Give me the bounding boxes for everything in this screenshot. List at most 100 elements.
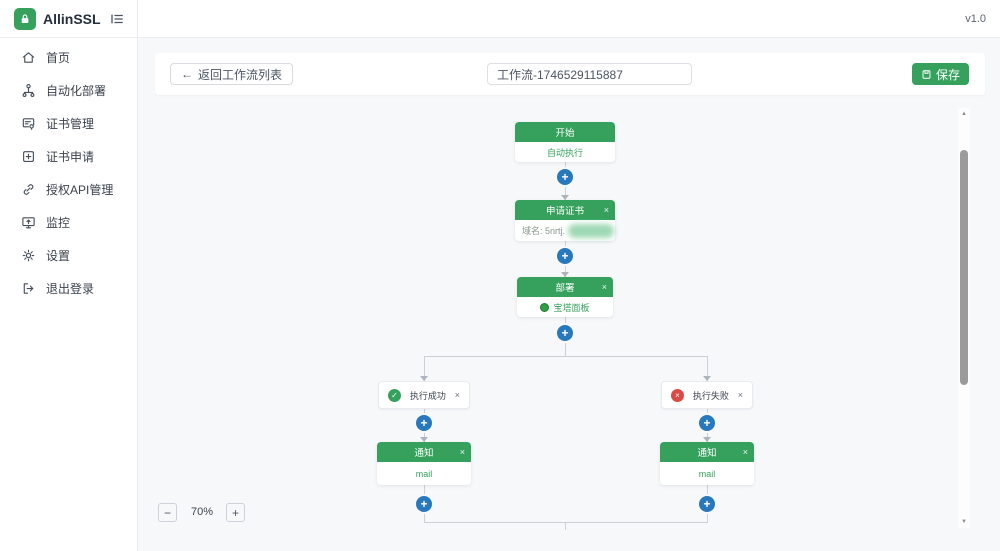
domain-label: 域名: 5nrtj. [522,226,566,236]
connector-line [424,356,425,381]
sidebar-item-label: 退出登录 [46,282,95,296]
plus-icon: + [561,326,569,340]
add-node-button[interactable]: + [557,169,573,185]
branch-fail-card[interactable]: × 执行失败 × [661,381,753,409]
plus-icon: + [561,249,569,263]
node-apply-body: 域名: 5nrtj. [515,220,615,241]
certificate-icon [21,116,36,131]
node-deploy-header: 部署 × [517,277,613,297]
node-notify-body: mail [415,468,433,479]
sidebar-item-label: 监控 [46,216,71,230]
node-notify-fail[interactable]: 通知 × mail [660,442,754,485]
save-icon [922,69,931,79]
node-title: 申请证书 [545,206,584,217]
back-arrow-icon: ← [181,67,193,81]
add-node-button[interactable]: + [699,415,715,431]
sidebar-item-label: 证书申请 [46,150,95,164]
save-button-label: 保存 [935,67,960,82]
sidebar-item-api-manage[interactable]: 授权API管理 [0,173,137,206]
plus-icon: + [561,170,569,184]
monitor-icon [21,215,36,230]
plus-icon: + [703,416,711,430]
arrow-down-icon [561,272,569,277]
node-title: 通知 [697,448,717,459]
success-check-icon: ✓ [388,388,401,402]
node-notify-body: mail [698,468,716,479]
sidebar-item-label: 首页 [46,51,71,65]
sidebar-item-cert-manage[interactable]: 证书管理 [0,107,137,140]
top-bar: AllinSSL v1.0 [0,0,1000,38]
zoom-out-button[interactable]: − [158,503,177,522]
sidebar-item-settings[interactable]: 设置 [0,239,137,272]
connector-line [565,522,566,530]
automation-icon [21,83,36,98]
arrow-down-icon [703,376,711,381]
arrow-down-icon [420,437,428,442]
workflow-editor-canvas: ← 返回工作流列表 保存 + + + + + + + 开始 自动执行 [138,38,1000,551]
close-icon[interactable]: × [737,390,743,400]
node-deploy[interactable]: 部署 × 宝塔面板 [517,277,613,317]
close-icon[interactable]: × [459,447,465,457]
scroll-down-icon[interactable]: ▼ [961,519,967,525]
node-start[interactable]: 开始 自动执行 [515,122,615,162]
plus-icon: + [420,416,428,430]
add-node-button[interactable]: + [416,415,432,431]
scrollbar-thumb[interactable] [960,150,968,385]
sidebar-item-label: 设置 [46,249,71,263]
arrow-down-icon [703,437,711,442]
arrow-down-icon [561,195,569,200]
node-apply-certificate[interactable]: 申请证书 × 域名: 5nrtj. [515,200,615,241]
node-title: 部署 [555,283,575,294]
app-logo [14,7,36,30]
sidebar-item-label: 自动化部署 [46,84,107,98]
close-icon[interactable]: × [601,282,607,292]
editor-toolbar: ← 返回工作流列表 保存 [155,53,985,95]
redacted-domain-blur [568,223,615,238]
version-label: v1.0 [965,12,986,25]
node-notify-success[interactable]: 通知 × mail [377,442,471,485]
sidebar-item-home[interactable]: 首页 [0,41,137,74]
add-node-button[interactable]: + [699,496,715,512]
save-button[interactable]: 保存 [911,63,969,85]
add-node-button[interactable]: + [557,325,573,341]
close-icon[interactable]: × [603,205,609,215]
sidebar-item-cert-apply[interactable]: 证书申请 [0,140,137,173]
provider-name: 宝塔面板 [553,302,590,313]
sidebar-collapse-icon[interactable] [109,10,127,28]
scroll-up-icon[interactable]: ▲ [961,111,967,117]
branch-merge-line [424,522,708,523]
connector-line [707,356,708,381]
branch-label: 执行失败 [692,390,729,401]
back-to-workflow-list-button[interactable]: ← 返回工作流列表 [170,63,294,85]
node-start-body: 自动执行 [546,147,583,158]
link-icon [21,182,36,197]
provider-logo-icon [540,302,550,312]
close-icon[interactable]: × [742,447,748,457]
app-name: AllinSSL [43,10,101,27]
sidebar-item-logout[interactable]: 退出登录 [0,272,137,305]
sidebar-item-automation[interactable]: 自动化部署 [0,74,137,107]
close-icon[interactable]: × [454,390,460,400]
vertical-scrollbar[interactable]: ▲ ▼ [958,108,970,528]
sidebar-item-monitor[interactable]: 监控 [0,206,137,239]
brand-area: AllinSSL [0,0,138,37]
topbar-right: v1.0 [138,0,1000,37]
plus-square-icon [21,149,36,164]
plus-icon: + [420,497,428,511]
node-apply-header: 申请证书 × [515,200,615,220]
node-title: 通知 [414,448,434,459]
plus-icon: + [231,505,239,520]
fail-cross-icon: × [671,388,684,402]
branch-label: 执行成功 [409,390,446,401]
branch-success-card[interactable]: ✓ 执行成功 × [378,381,470,409]
workflow-name-input[interactable] [487,63,692,85]
branch-split-line [424,356,708,357]
zoom-in-button[interactable]: + [226,503,245,522]
logout-icon [21,281,36,296]
zoom-level-label: 70% [190,506,214,518]
add-node-button[interactable]: + [416,496,432,512]
home-icon [21,50,36,65]
arrow-down-icon [420,376,428,381]
add-node-button[interactable]: + [557,248,573,264]
node-start-header: 开始 [515,122,615,142]
